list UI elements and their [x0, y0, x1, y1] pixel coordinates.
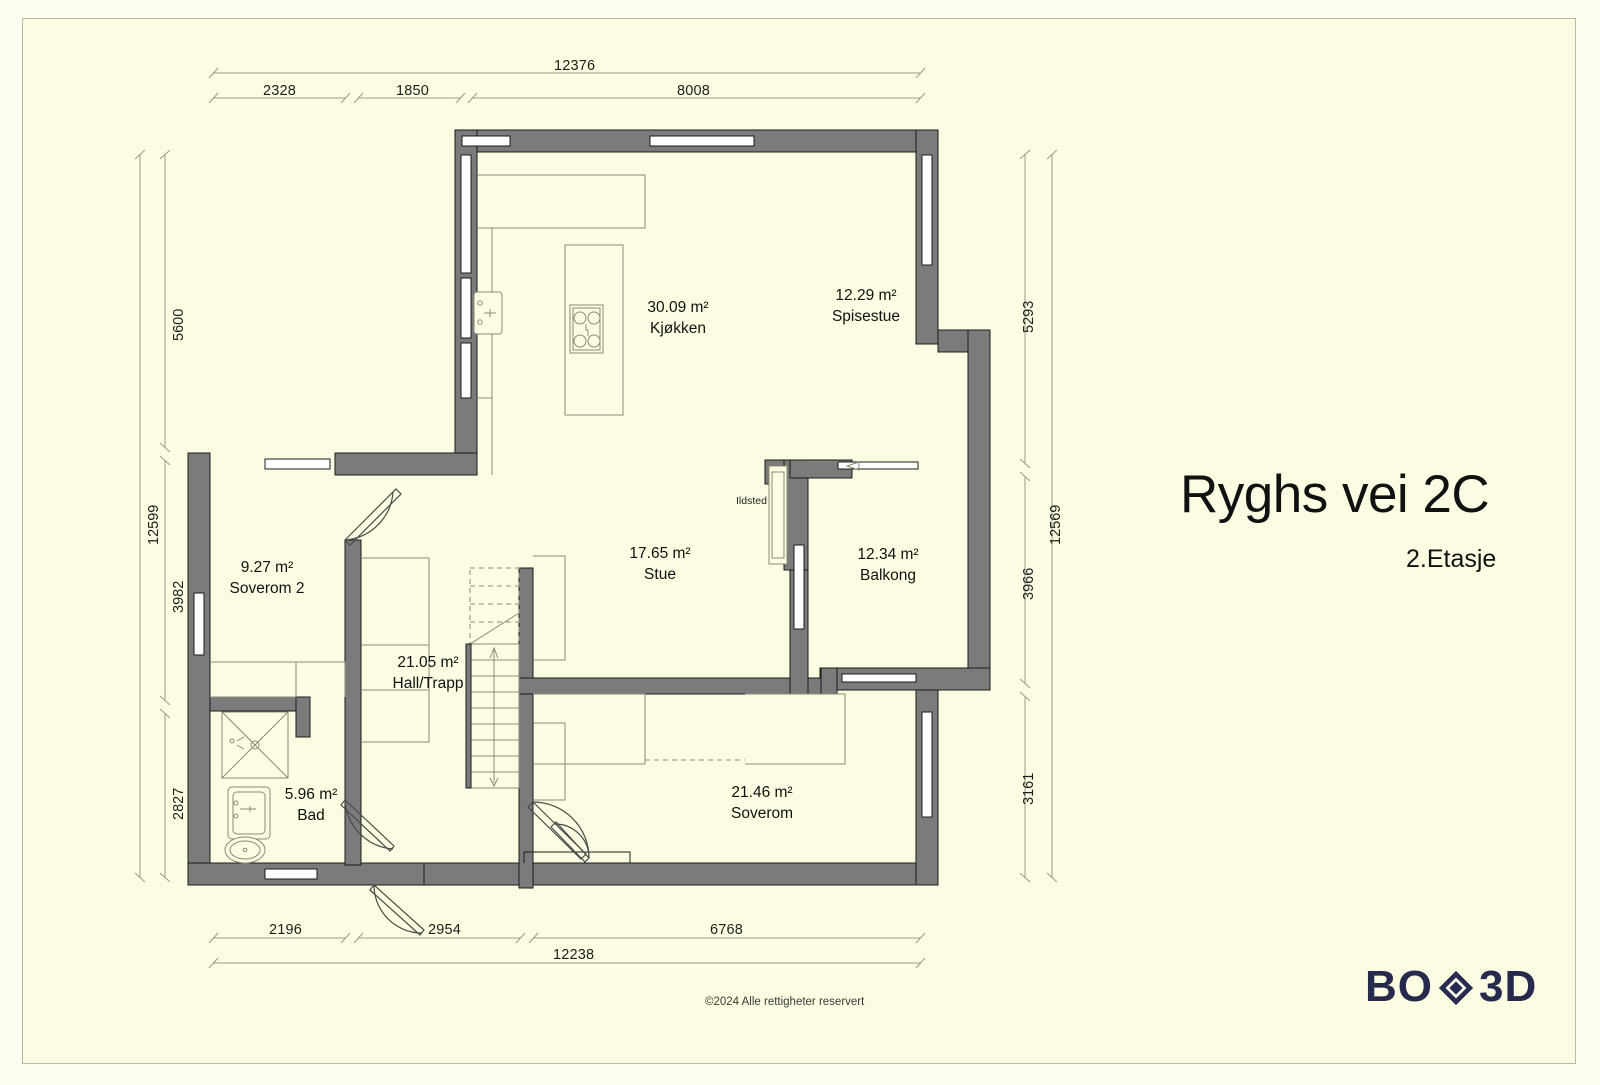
dimension-right-overall: 12569 — [1048, 504, 1064, 545]
room-area-kjokken: 30.09 m² — [647, 299, 709, 316]
room-name-halltrapp: Hall/Trapp — [392, 675, 464, 692]
dimension-left-seg-2: 3982 — [171, 580, 187, 613]
doors-group — [340, 488, 590, 936]
dimension-right-seg-3: 3161 — [1021, 772, 1037, 805]
bo3d-logo: BO 3D — [1365, 962, 1537, 1012]
diamond-icon — [1437, 968, 1475, 1006]
dimension-bottom-seg-2: 2954 — [428, 922, 462, 938]
room-area-stue: 17.65 m² — [629, 545, 691, 562]
room-name-soverom2: Soverom 2 — [229, 580, 305, 597]
room-name-bad: Bad — [297, 807, 325, 824]
dimension-left-overall: 12599 — [146, 504, 162, 545]
dimension-bottom-seg-1: 2196 — [269, 922, 303, 938]
kitchen-sink-icon — [473, 291, 503, 335]
page-subtitle: 2.Etasje — [1406, 545, 1497, 573]
windows-group — [193, 135, 933, 880]
toilet-icon — [224, 836, 266, 864]
logo-text-bo: BO — [1365, 962, 1433, 1011]
staircase-icon — [465, 567, 520, 789]
room-label-balkong: 12.34 m² Balkong — [857, 544, 918, 586]
room-label-kjokken: 30.09 m² Kjøkken — [647, 297, 708, 339]
dimension-left-seg-3: 2827 — [171, 787, 187, 820]
logo-text-3d: 3D — [1479, 962, 1538, 1011]
dimension-right-seg-1: 5293 — [1021, 300, 1037, 333]
dimension-lines — [134, 67, 1058, 969]
dimension-top-seg-3: 8008 — [677, 83, 711, 99]
annotation-ildsted: Ildsted — [736, 495, 767, 507]
dimension-left-seg-1: 5600 — [171, 308, 187, 341]
fixtures-group — [210, 174, 860, 864]
room-name-stue: Stue — [644, 566, 676, 583]
room-label-spisestue: 12.29 m² Spisestue — [832, 285, 900, 327]
room-label-soverom: 21.46 m² Soverom — [731, 782, 793, 824]
copyright-notice: ©2024 Alle rettigheter reservert — [705, 996, 865, 1008]
bathtub-icon — [227, 786, 271, 840]
room-label-bad: 5.96 m² Bad — [285, 784, 338, 826]
kitchen-island-icon — [564, 244, 624, 416]
dimension-top-seg-2: 1850 — [396, 83, 430, 99]
dimension-right-seg-2: 3966 — [1021, 567, 1037, 600]
shower-stall-icon — [221, 711, 289, 779]
room-label-halltrapp: 21.05 m² Hall/Trapp — [393, 652, 464, 694]
room-area-soverom2: 9.27 m² — [240, 559, 294, 576]
dimension-bottom-seg-3: 6768 — [710, 922, 744, 938]
room-name-kjokken: Kjøkken — [649, 320, 706, 337]
dimension-top-seg-1: 2328 — [263, 83, 297, 99]
room-label-stue: 17.65 m² Stue — [629, 543, 690, 585]
room-area-spisestue: 12.29 m² — [835, 287, 897, 304]
page-title: Ryghs vei 2C — [1180, 465, 1490, 524]
room-area-bad: 5.96 m² — [284, 786, 338, 803]
room-name-soverom: Soverom — [730, 805, 794, 822]
fireplace-icon — [768, 465, 788, 565]
room-area-halltrapp: 21.05 m² — [397, 654, 459, 671]
dimension-top-overall: 12376 — [554, 58, 596, 74]
room-name-spisestue: Spisestue — [831, 308, 901, 325]
room-name-balkong: Balkong — [859, 567, 917, 584]
room-area-soverom: 21.46 m² — [731, 784, 793, 801]
dimension-bottom-overall: 12238 — [553, 947, 595, 963]
room-label-soverom2: 9.27 m² Soverom 2 — [230, 557, 305, 599]
walls-group — [187, 129, 991, 889]
room-area-balkong: 12.34 m² — [857, 546, 919, 563]
